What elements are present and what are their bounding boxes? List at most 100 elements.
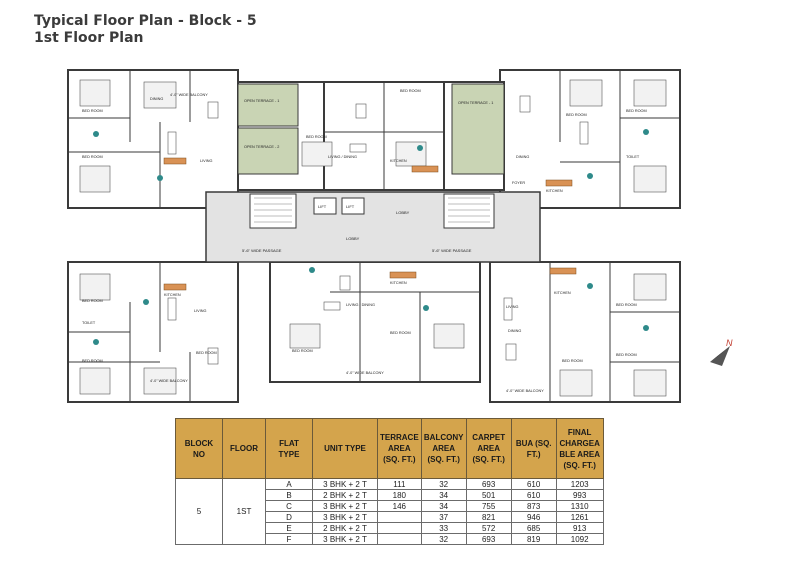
lift-1-label: LIFT <box>318 204 327 209</box>
lift-2-label: LIFT <box>346 204 355 209</box>
room-label: BED ROOM <box>306 135 327 139</box>
room-label: LIVING <box>506 305 518 309</box>
room-label: DINING <box>508 329 521 333</box>
room-label: BED ROOM <box>566 113 587 117</box>
cell-floor: 1ST <box>222 478 266 545</box>
floor-plan: LIFT LIFT LOBBY LOBBY 5'-6" WIDE PASSAGE… <box>67 69 681 403</box>
lift-1 <box>313 197 337 215</box>
room-label: DINING <box>516 155 529 159</box>
page-subtitle: 1st Floor Plan <box>34 30 144 46</box>
cell-terrace <box>377 511 422 523</box>
cell-bua: 685 <box>510 522 557 534</box>
cell-final: 993 <box>555 489 604 501</box>
table-row: F 3 BHK + 2 T 32 693 819 1092 <box>176 533 604 545</box>
col-unit-type: UNIT TYPE <box>312 418 378 479</box>
open-terrace-a <box>237 83 299 127</box>
col-balcony: BALCONY AREA (SQ. FT.) <box>420 418 467 479</box>
room-label: 4'-0" WIDE BALCONY <box>346 371 384 375</box>
room-label: KITCHEN <box>554 291 571 295</box>
cell-balcony: 33 <box>420 522 467 534</box>
cell-balcony: 37 <box>420 511 467 523</box>
cell-balcony: 34 <box>420 500 467 512</box>
room-label: BED ROOM <box>82 109 103 113</box>
passage-left-label: 5'-6" WIDE PASSAGE <box>242 248 282 253</box>
room-label: BED ROOM <box>616 353 637 357</box>
open-terrace-c <box>451 83 505 175</box>
cell-balcony: 32 <box>420 478 467 490</box>
cell-terrace <box>377 533 422 545</box>
cell-carpet: 693 <box>465 478 512 490</box>
cell-balcony: 32 <box>420 533 467 545</box>
room-label: KITCHEN <box>546 189 563 193</box>
cell-final: 1092 <box>555 533 604 545</box>
passage-right-label: 5'-6" WIDE PASSAGE <box>432 248 472 253</box>
cell-bua: 819 <box>510 533 557 545</box>
cell-unit: 2 BHK + 2 T <box>312 489 378 501</box>
col-floor: FLOOR <box>222 418 266 479</box>
page-title: Typical Floor Plan - Block - 5 <box>34 13 257 29</box>
north-label: N <box>726 338 733 348</box>
cell-terrace: 180 <box>377 489 422 501</box>
room-label: BED ROOM <box>562 359 583 363</box>
cell-final: 1261 <box>555 511 604 523</box>
room-label: TOILET <box>82 321 96 325</box>
cell-flat: B <box>265 489 313 501</box>
cell-unit: 3 BHK + 2 T <box>312 533 378 545</box>
room-label: BED ROOM <box>400 89 421 93</box>
col-block-no: BLOCK NO <box>175 418 223 479</box>
cell-carpet: 755 <box>465 500 512 512</box>
cell-final: 1310 <box>555 500 604 512</box>
cell-carpet: 501 <box>465 489 512 501</box>
room-label: KITCHEN <box>164 293 181 297</box>
cell-terrace: 111 <box>377 478 422 490</box>
lobby-label: LOBBY <box>346 236 360 241</box>
cell-flat: A <box>265 478 313 490</box>
col-flat-type: FLAT TYPE <box>265 418 313 479</box>
open-terrace-b <box>237 127 299 175</box>
room-label: 4'-0" WIDE BALCONY <box>506 389 544 393</box>
cell-flat: E <box>265 522 313 534</box>
terrace-b-label: OPEN TERRACE - 2 <box>244 145 279 149</box>
room-label: LIVING / DINING <box>328 155 357 159</box>
cell-balcony: 34 <box>420 489 467 501</box>
col-terrace: TERRACE AREA (SQ. FT.) <box>377 418 422 479</box>
cell-bua: 610 <box>510 489 557 501</box>
cell-flat: D <box>265 511 313 523</box>
cell-bua: 610 <box>510 478 557 490</box>
room-label: BED ROOM <box>292 349 313 353</box>
room-label: TOILET <box>626 155 640 159</box>
cell-carpet: 821 <box>465 511 512 523</box>
col-bua: BUA (SQ. FT.) <box>510 418 557 479</box>
room-label: BED ROOM <box>390 331 411 335</box>
lift-2 <box>341 197 365 215</box>
room-label: LIVING / DINING <box>346 303 375 307</box>
stair-left <box>249 193 297 229</box>
room-label: BED ROOM <box>196 351 217 355</box>
room-label: BED ROOM <box>616 303 637 307</box>
cell-carpet: 693 <box>465 533 512 545</box>
col-carpet: CARPET AREA (SQ. FT.) <box>465 418 512 479</box>
room-label: LIVING <box>200 159 212 163</box>
cell-unit: 3 BHK + 2 T <box>312 478 378 490</box>
stair-right <box>443 193 495 229</box>
room-label: BED ROOM <box>82 155 103 159</box>
area-table: BLOCK NO FLOOR FLAT TYPE UNIT TYPE TERRA… <box>175 418 604 545</box>
room-label: BED ROOM <box>82 359 103 363</box>
cell-bua: 946 <box>510 511 557 523</box>
table-row: B 2 BHK + 2 T 180 34 501 610 993 <box>176 489 604 501</box>
cell-flat: F <box>265 533 313 545</box>
flat-center-bottom <box>269 261 481 383</box>
room-label: KITCHEN <box>390 159 407 163</box>
room-label: BED ROOM <box>626 109 647 113</box>
room-label: 4'-0" WIDE BALCONY <box>170 93 208 97</box>
room-label: 4'-0" WIDE BALCONY <box>150 379 188 383</box>
room-label: FOYER <box>512 181 525 185</box>
cell-unit: 3 BHK + 2 T <box>312 511 378 523</box>
cell-carpet: 572 <box>465 522 512 534</box>
table-row: 5 1ST A 3 BHK + 2 T 111 32 693 610 1203 <box>175 478 604 545</box>
room-label: KITCHEN <box>390 281 407 285</box>
cell-terrace <box>377 522 422 534</box>
terrace-a-label: OPEN TERRACE - 1 <box>244 99 279 103</box>
cell-bua: 873 <box>510 500 557 512</box>
cell-final: 913 <box>555 522 604 534</box>
